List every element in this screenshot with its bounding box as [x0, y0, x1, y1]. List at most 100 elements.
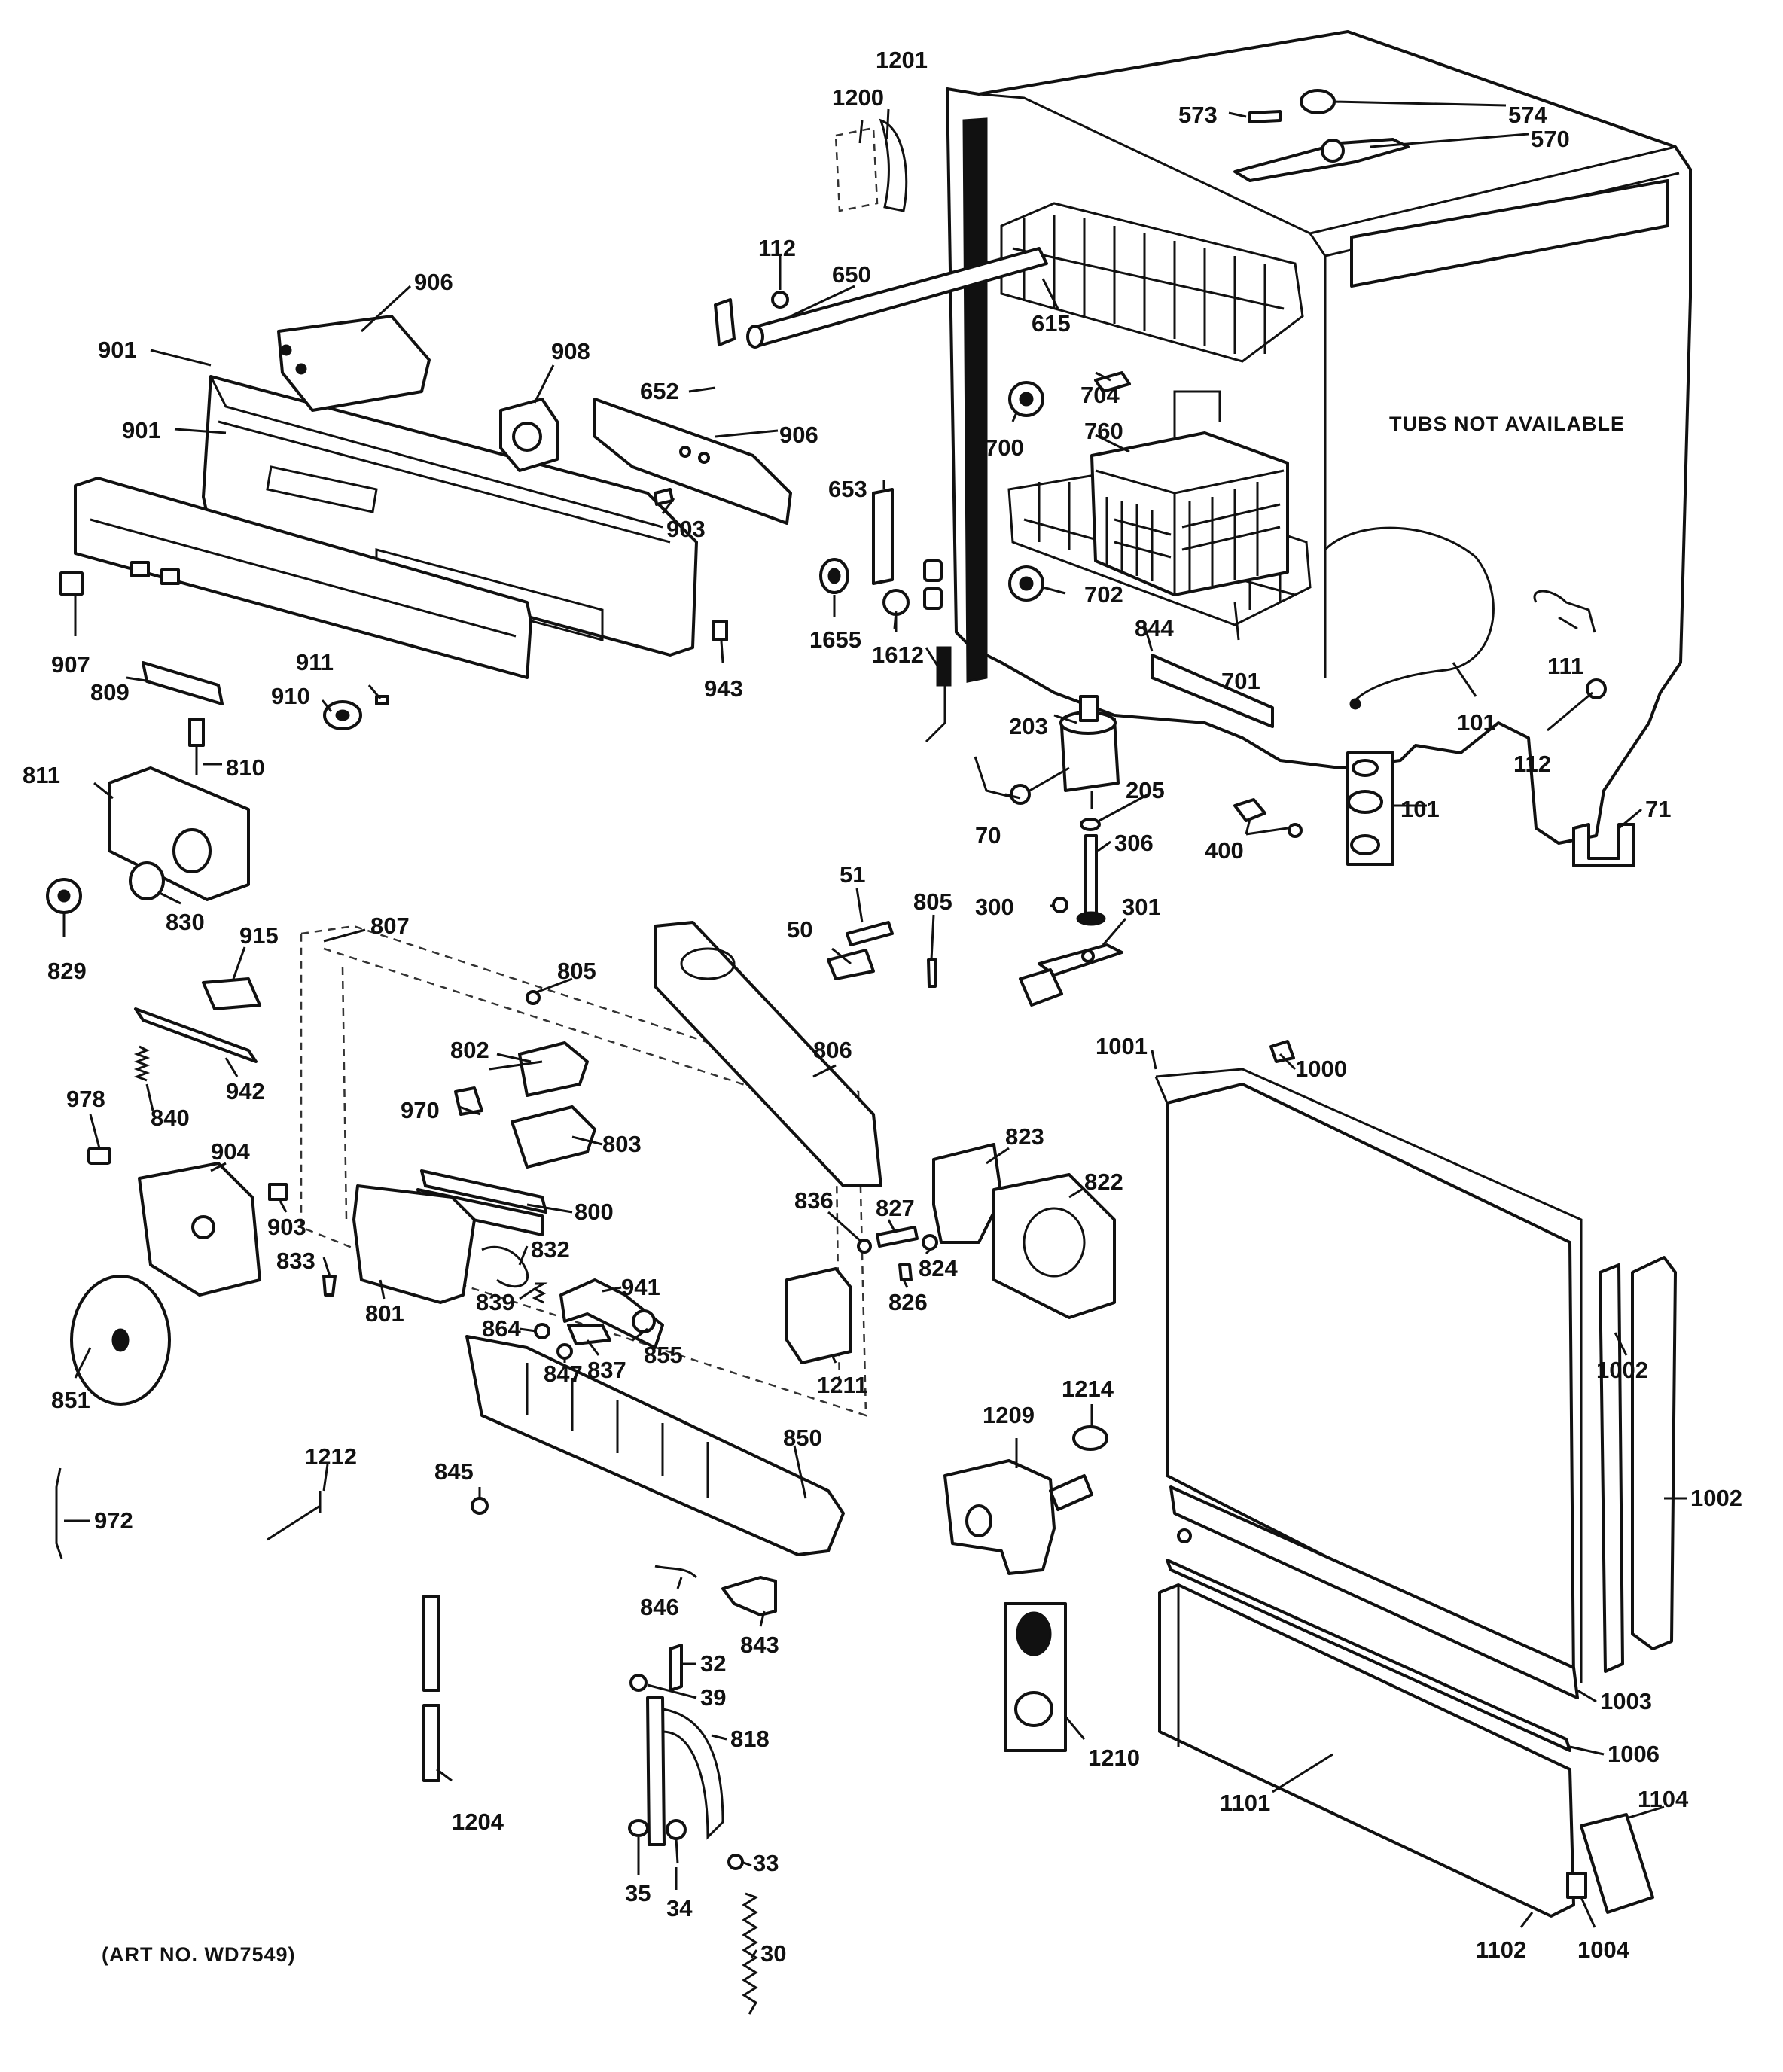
roller-1655 [819, 558, 849, 594]
callout-label: 910 [271, 683, 310, 709]
callout-label: 970 [401, 1097, 440, 1123]
callout-label: 833 [276, 1248, 315, 1274]
rod-32 [669, 1644, 683, 1692]
callout-label: 800 [575, 1199, 614, 1225]
screw-door-trim [1177, 1528, 1192, 1543]
callout-label: 901 [122, 417, 161, 443]
drain-hose-101 [1324, 526, 1495, 710]
bracket-906-right [593, 398, 792, 525]
bracket-803 [511, 1105, 596, 1169]
rinse-housing-822 [992, 1173, 1116, 1319]
callout-label: 700 [985, 434, 1024, 461]
callout-label: 829 [47, 958, 87, 984]
callout-label: 805 [557, 958, 596, 984]
callout-label: 823 [1005, 1123, 1044, 1150]
callout-label: 830 [166, 909, 205, 935]
rack-roller-700 [1008, 381, 1044, 417]
screw-39 [629, 1674, 648, 1692]
callout-label: 855 [644, 1342, 683, 1368]
panel-806 [654, 921, 882, 1187]
strap-972 [55, 1467, 63, 1559]
bracket-clip-left-bottom [923, 587, 943, 610]
seal-205 [1080, 818, 1101, 831]
callout-label: 1214 [1062, 1376, 1114, 1402]
callout-label: 203 [1009, 713, 1048, 739]
spring-840 [133, 1045, 151, 1082]
terminal-block-915 [202, 977, 261, 1010]
callout-label: 30 [760, 1940, 786, 1967]
callout-label: 809 [90, 679, 130, 705]
callout-label: 806 [813, 1037, 852, 1063]
timer-904 [138, 1162, 261, 1297]
callout-label: 32 [700, 1650, 726, 1677]
callout-label: 903 [267, 1214, 306, 1240]
vent-parts-1200-1201 [834, 118, 908, 212]
lever-837 [567, 1324, 611, 1345]
callout-label: 1200 [832, 84, 884, 111]
callout-label: 1210 [1088, 1744, 1140, 1771]
spring-846 [654, 1565, 698, 1579]
nut-112-top [771, 291, 789, 309]
callout-label: 802 [450, 1037, 489, 1063]
bracket-50-51 [827, 921, 894, 980]
rack-rail-650 [746, 247, 1048, 349]
callout-label: 978 [66, 1086, 105, 1112]
pin-826 [898, 1263, 913, 1281]
callout-label: 811 [23, 762, 60, 788]
callout-label: 1002 [1690, 1485, 1742, 1511]
clip-978 [87, 1147, 111, 1165]
clip-35 [628, 1819, 649, 1837]
callout-label: 942 [226, 1078, 265, 1105]
callout-label: 1211 [817, 1372, 867, 1398]
washer-847 [556, 1343, 573, 1360]
clip-903-left [268, 1183, 288, 1201]
pump-motor-203 [1059, 695, 1120, 809]
callout-label: 1655 [809, 626, 861, 653]
latch-802 [489, 1041, 589, 1097]
knob-907 [59, 571, 84, 596]
actuator-941 [559, 1278, 664, 1349]
callout-label: 1204 [452, 1808, 504, 1835]
screw-300 [1052, 897, 1068, 913]
nut-33 [727, 1854, 744, 1870]
callout-label: 1212 [305, 1443, 357, 1470]
callout-label: 911 [296, 649, 334, 675]
callout-label: 903 [666, 516, 706, 542]
rinse-dispenser-823 [932, 1143, 1003, 1244]
callout-label: 1201 [876, 47, 928, 73]
rods-1204 [422, 1595, 440, 1782]
rail-bracket-653 [872, 488, 894, 585]
trim-1006 [1166, 1559, 1571, 1752]
callout-label: 301 [1122, 894, 1161, 920]
clamp-1214 [1072, 1425, 1108, 1451]
callout-label: 837 [587, 1357, 626, 1383]
callout-label: 901 [98, 337, 137, 363]
callout-label: 570 [1531, 126, 1570, 152]
callout-label: 1002 [1596, 1357, 1648, 1383]
callout-label: 111 [1547, 653, 1583, 679]
trim-strip-1003 [1169, 1485, 1579, 1699]
callout-label: 904 [211, 1138, 250, 1165]
callout-label: 822 [1084, 1169, 1123, 1195]
pin-827 [876, 1226, 919, 1248]
callout-label: 839 [476, 1289, 515, 1315]
bracket-1104 [1580, 1813, 1654, 1914]
callout-label: 112 [758, 235, 796, 261]
rack-roller-702 [1008, 565, 1044, 602]
callout-label: 650 [832, 261, 871, 288]
bracket-clip-left-top [923, 559, 943, 582]
bracket-71 [1572, 823, 1635, 867]
kick-panel-1101 [1158, 1583, 1575, 1918]
control-bracket-906-top [277, 315, 431, 412]
spring-839 [532, 1282, 548, 1304]
callout-label: 704 [1080, 382, 1120, 408]
callout-label: 101 [1457, 709, 1496, 736]
callout-label: 652 [640, 378, 679, 404]
callout-label: 653 [828, 476, 867, 502]
handle-829 [46, 878, 82, 914]
callout-label: 1001 [1096, 1033, 1148, 1059]
callout-label: 843 [740, 1632, 779, 1658]
callout-label: 915 [239, 922, 279, 949]
door-liner-850 [465, 1335, 845, 1556]
